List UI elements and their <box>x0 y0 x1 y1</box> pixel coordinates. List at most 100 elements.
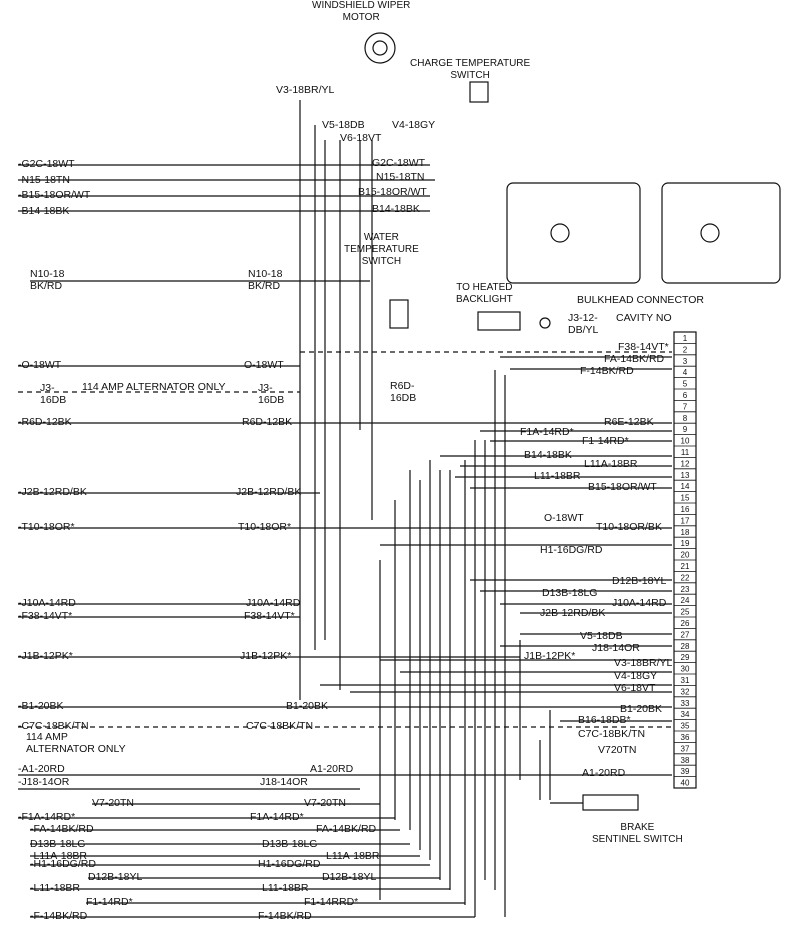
mid-wire-label: J3- 16DB <box>258 382 285 406</box>
cavity-number: 37 <box>681 744 690 753</box>
right-wire-label: D13B-18LG <box>542 587 598 599</box>
left-wire-label: -N15-18TN <box>18 174 70 186</box>
left-wire-label: -F38-14VT* <box>18 610 73 622</box>
water-temp-switch-title: WATER TEMPERATURE SWITCH <box>344 232 419 267</box>
mid-wire-label: R6D-12BK <box>242 416 293 428</box>
left-wire-label: -J1B-12PK* <box>18 650 73 662</box>
right-wire-label: J1B-12PK* <box>524 650 576 662</box>
cavity-number: 29 <box>681 653 690 662</box>
left-wire-label: -F1A-14RD* <box>18 811 76 823</box>
right-wire-label: FA-14BK/RD <box>604 353 665 365</box>
left-wire-label: -H1-16DG/RD <box>30 858 96 870</box>
bulkhead-connector-title: BULKHEAD CONNECTOR <box>577 294 704 306</box>
mid-wire-label: F-14BK/RD <box>258 910 312 922</box>
bulkhead-bolt-left <box>550 223 570 243</box>
heated-backlight-title: TO HEATED BACKLIGHT <box>456 282 513 305</box>
left-wire-label: -C7C-18BK/TN <box>18 720 89 732</box>
left-wire-label: 114 AMP ALTERNATOR ONLY <box>82 381 226 393</box>
right-wire-label: F1-14RD* <box>582 435 629 447</box>
left-wire-label: -J10A-14RD <box>18 597 76 609</box>
mid-wire-label: B15-18OR/WT <box>358 186 427 198</box>
mid-wire-label: T10-18OR* <box>238 521 292 533</box>
right-wire-label: V6-18VT <box>614 682 656 694</box>
left-wire-label: -B14-18BK <box>18 205 70 217</box>
left-wire-label: -B15-18OR/WT <box>18 189 91 201</box>
cavity-number: 11 <box>681 448 690 457</box>
right-wire-label: B14-18BK <box>524 449 572 461</box>
cavity-number: 34 <box>681 710 690 719</box>
wiper-motor-symbol <box>364 32 396 64</box>
fusible-link-symbol <box>477 311 521 331</box>
cavity-number: 22 <box>681 573 690 582</box>
mid-wire-label: N10-18 BK/RD <box>248 268 283 292</box>
cavity-number: 5 <box>683 380 688 389</box>
mid-wire-label: O-18WT <box>244 359 284 371</box>
wiper-motor-hub <box>372 40 388 56</box>
cavity-number: 38 <box>681 756 690 765</box>
mid-wire-label: L11-18BR <box>262 882 309 894</box>
wiper-motor-title: WINDSHIELD WIPER MOTOR <box>312 0 411 23</box>
cavity-number: 20 <box>681 551 690 560</box>
left-wire-label: D12B-18YL <box>88 871 143 883</box>
left-wire-label: 114 AMP ALTERNATOR ONLY <box>26 731 126 755</box>
mid-wire-label: F1A-14RD* <box>250 811 304 823</box>
brake-switch-title: BRAKE SENTINEL SWITCH <box>592 822 683 845</box>
mid-wire-label: FA-14BK/RD <box>316 823 377 835</box>
cavity-number: 21 <box>681 562 690 571</box>
cavity-number: 17 <box>681 516 690 525</box>
left-wire-label: -A1-20RD <box>18 763 65 775</box>
left-wire-label: V7-20TN <box>92 797 135 809</box>
right-wire-label: J18-14OR <box>592 642 640 654</box>
right-wire-label: L11A-18BR <box>584 458 638 470</box>
cavity-number: 27 <box>681 630 690 639</box>
cavity-number: 39 <box>681 767 690 776</box>
cavity-number: 24 <box>681 596 690 605</box>
right-wire-label: J10A-14RD <box>612 597 667 609</box>
cavity-number: 16 <box>681 505 690 514</box>
cavity-number: 26 <box>681 619 690 628</box>
mid-wire-label: H1-16DG/RD <box>258 858 321 870</box>
left-wire-label: N10-18 BK/RD <box>30 268 65 292</box>
mid-wire-label: V7-20TN <box>304 797 347 809</box>
cavity-number: 3 <box>683 357 688 366</box>
right-wire-label: F-14BK/RD <box>580 365 634 377</box>
right-wire-label: T10-18OR/BK <box>596 521 662 533</box>
mid-wire-label: F1-14RRD* <box>304 896 359 908</box>
cavity-number: 35 <box>681 722 690 731</box>
bulkhead-face-right <box>661 182 781 284</box>
cavity-number: 10 <box>681 437 690 446</box>
cavity-number: 9 <box>683 425 688 434</box>
right-wire-label: F1A-14RD* <box>520 426 574 438</box>
left-wire-label: -FA-14BK/RD <box>30 823 94 835</box>
cavity-number: 40 <box>681 779 690 788</box>
mid-wire-label: V6-18VT <box>340 132 382 144</box>
left-wire-label: -L11A-18BR <box>30 850 88 862</box>
cavity-number: 15 <box>681 494 690 503</box>
cavity-number: 14 <box>681 482 690 491</box>
mid-wire-label: F38-14VT* <box>244 610 295 622</box>
cavity-number: 25 <box>681 608 690 617</box>
mid-wire-label: L11A-18BR <box>326 850 380 862</box>
cavity-no-title: CAVITY NO <box>616 312 672 324</box>
mid-wire-label: R6D- 16DB <box>390 380 417 404</box>
mid-wire-label: D12B-18YL <box>322 871 377 883</box>
left-wire-label: -G2C-18WT <box>18 158 75 170</box>
right-wire-label: B16-18DB* <box>578 714 631 726</box>
right-wire-label: D12B-18YL <box>612 575 667 587</box>
cavity-number: 30 <box>681 665 690 674</box>
water-temp-switch-symbol <box>389 299 409 329</box>
right-wire-label: J3-12- DB/YL <box>568 312 599 336</box>
cavity-number: 28 <box>681 642 690 651</box>
right-wire-label: J2B-12RD/BK <box>540 607 606 619</box>
cavity-number: 19 <box>681 539 690 548</box>
left-wire-label: J3- 16DB <box>40 382 67 406</box>
left-wire-label: -R6D-12BK <box>18 416 72 428</box>
mid-wire-label: A1-20RD <box>310 763 354 775</box>
cavity-number: 4 <box>683 368 688 377</box>
mid-wire-label: B14-18BK <box>372 203 420 215</box>
bulkhead-face-left <box>506 182 641 284</box>
mid-wire-label: N15-18TN <box>376 171 425 183</box>
right-wire-label: C7C-18BK/TN <box>578 728 646 740</box>
mid-wire-label: J1B-12PK* <box>240 650 292 662</box>
